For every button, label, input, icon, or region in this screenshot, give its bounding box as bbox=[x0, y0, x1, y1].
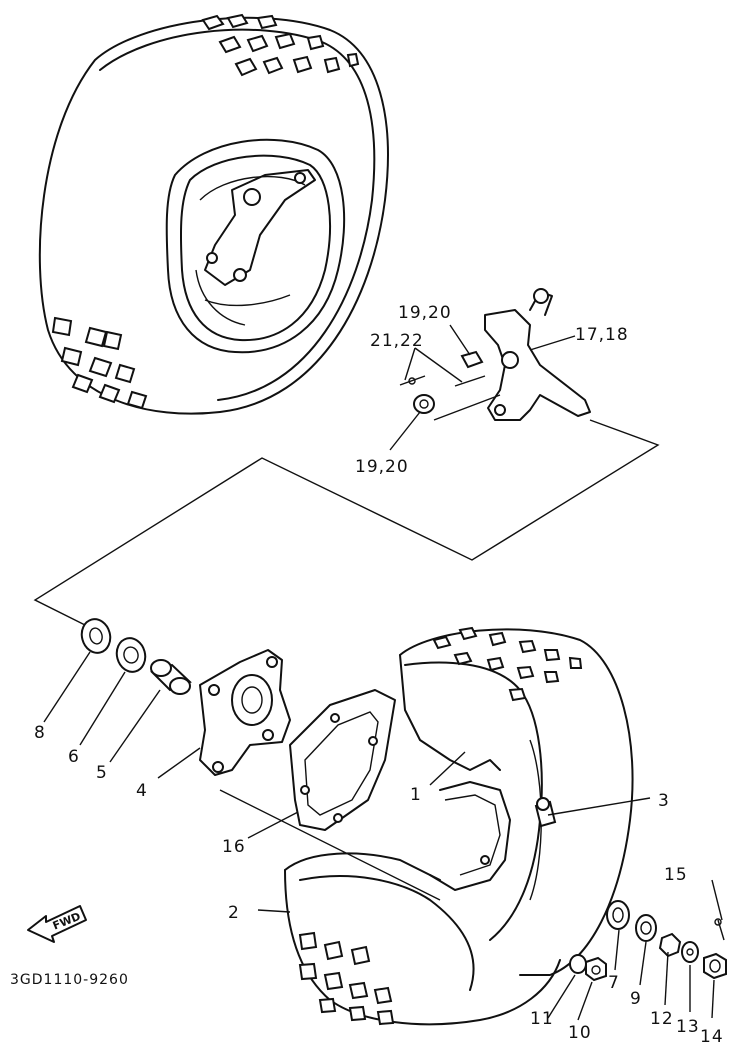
callout-labels: 19,20 21,22 17,18 19,20 8 6 5 4 16 1 3 2… bbox=[34, 303, 724, 1047]
callout-4: 4 bbox=[136, 781, 148, 801]
tire-half-lower bbox=[284, 852, 561, 1026]
steering-knuckle bbox=[484, 288, 591, 421]
axle-nut bbox=[703, 952, 727, 980]
callout-14: 14 bbox=[700, 1027, 724, 1047]
hub-collar bbox=[658, 932, 682, 958]
callout-10: 10 bbox=[568, 1023, 592, 1043]
brake-disc-plate bbox=[289, 689, 396, 831]
hub-seal bbox=[606, 900, 630, 930]
bearing bbox=[115, 637, 147, 673]
lock-washer bbox=[569, 954, 587, 974]
diagram-code: 3GD1110-9260 bbox=[10, 972, 129, 988]
callout-5: 5 bbox=[96, 763, 108, 783]
spacer bbox=[150, 659, 192, 695]
callout-12: 12 bbox=[650, 1009, 674, 1029]
callout-17-18: 17,18 bbox=[575, 325, 629, 345]
callout-19-20-top: 19,20 bbox=[398, 303, 452, 323]
front-hub bbox=[199, 649, 291, 776]
callout-7: 7 bbox=[608, 973, 620, 993]
castle-nut-bottom bbox=[413, 394, 435, 414]
leader-lines bbox=[43, 324, 723, 1021]
assembly-reference-lines bbox=[33, 394, 660, 901]
callout-6: 6 bbox=[68, 747, 80, 767]
hub-bearing bbox=[635, 914, 657, 942]
cotter-pin-axle bbox=[714, 918, 725, 941]
cotter-pins bbox=[399, 375, 486, 387]
castle-nut-top bbox=[460, 350, 484, 369]
valve-stem bbox=[534, 797, 557, 828]
assembled-wheel bbox=[38, 13, 389, 415]
forward-arrow-icon: FWD bbox=[27, 905, 87, 943]
callout-19-20-bottom: 19,20 bbox=[355, 457, 409, 477]
wheel-rim bbox=[429, 781, 511, 891]
callout-2: 2 bbox=[228, 903, 240, 923]
wheel-nut bbox=[585, 956, 607, 982]
callout-15: 15 bbox=[664, 865, 688, 885]
callout-16: 16 bbox=[222, 837, 246, 857]
tire-half-upper bbox=[399, 626, 634, 976]
callout-21-22: 21,22 bbox=[370, 331, 424, 351]
callout-8: 8 bbox=[34, 723, 46, 743]
plain-washer bbox=[681, 941, 699, 963]
callout-11: 11 bbox=[530, 1009, 554, 1029]
callout-3: 3 bbox=[658, 791, 670, 811]
callout-13: 13 bbox=[676, 1017, 700, 1037]
oil-seal bbox=[80, 618, 112, 654]
callout-9: 9 bbox=[630, 989, 642, 1009]
callout-1: 1 bbox=[410, 785, 422, 805]
